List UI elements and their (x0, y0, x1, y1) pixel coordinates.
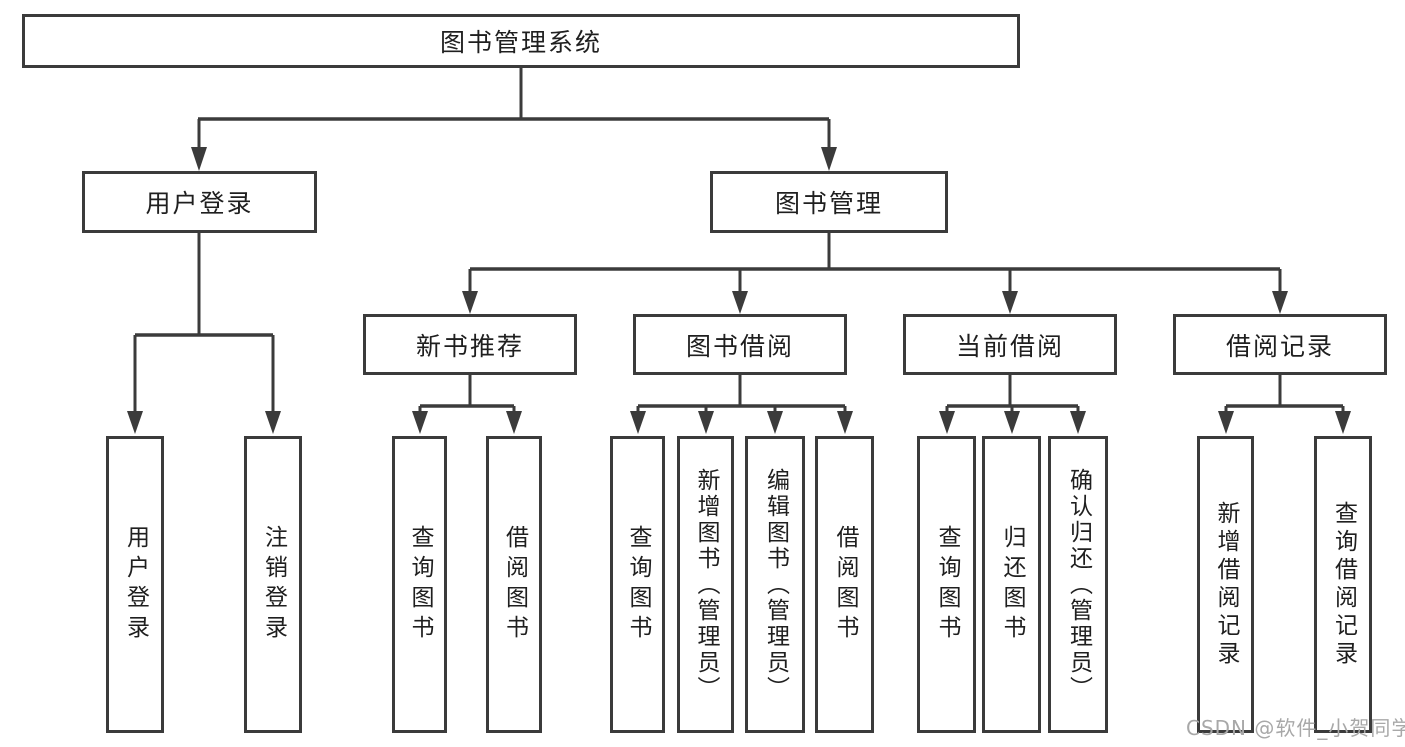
node-label: 新书推荐 (415, 331, 524, 361)
leaf-borrow-books-2: 借阅图书 (815, 436, 874, 733)
node-label: 查询借阅记录 (1330, 500, 1357, 669)
node-label: 编辑图书（管理员） (762, 467, 789, 702)
leaf-borrow-books-1: 借阅图书 (486, 436, 542, 733)
node-label: 图书管理 (774, 189, 883, 218)
leaf-return-books: 归还图书 (982, 436, 1041, 733)
node-book-borrow: 图书借阅 (633, 314, 847, 375)
node-label: 图书管理系统 (439, 28, 602, 57)
leaf-user-login: 用户登录 (106, 436, 164, 733)
node-user-login: 用户登录 (82, 171, 317, 233)
leaf-query-borrow-record: 查询借阅记录 (1314, 436, 1372, 733)
leaf-add-borrow-record: 新增借阅记录 (1197, 436, 1254, 733)
node-label: 借阅图书 (832, 524, 858, 645)
node-label: 确认归还（管理员） (1065, 467, 1092, 702)
leaf-add-books-admin: 新增图书（管理员） (677, 436, 734, 733)
node-label: 借阅图书 (501, 524, 528, 645)
node-label: 图书借阅 (685, 331, 794, 361)
leaf-logout: 注销登录 (244, 436, 302, 733)
leaf-query-books-3: 查询图书 (917, 436, 976, 733)
leaf-edit-books-admin: 编辑图书（管理员） (745, 436, 805, 733)
leaf-query-books-1: 查询图书 (392, 436, 447, 733)
node-label: 查询图书 (934, 524, 960, 645)
node-label: 借阅记录 (1225, 331, 1334, 361)
node-label: 新增借阅记录 (1213, 500, 1239, 669)
leaf-query-books-2: 查询图书 (610, 436, 665, 733)
node-label: 用户登录 (145, 189, 254, 218)
node-label: 查询图书 (407, 524, 433, 645)
node-library-management-system: 图书管理系统 (22, 14, 1020, 68)
node-label: 用户登录 (122, 524, 149, 645)
node-label: 当前借阅 (955, 331, 1064, 361)
node-label: 注销登录 (260, 524, 287, 645)
node-current-borrow: 当前借阅 (903, 314, 1117, 375)
node-label: 新增图书（管理员） (693, 467, 719, 702)
node-book-management: 图书管理 (710, 171, 948, 233)
leaf-confirm-return-admin: 确认归还（管理员） (1048, 436, 1108, 733)
node-label: 查询图书 (625, 524, 651, 645)
node-borrow-records: 借阅记录 (1173, 314, 1387, 375)
node-new-book-recommend: 新书推荐 (363, 314, 577, 375)
node-label: 归还图书 (999, 524, 1025, 645)
